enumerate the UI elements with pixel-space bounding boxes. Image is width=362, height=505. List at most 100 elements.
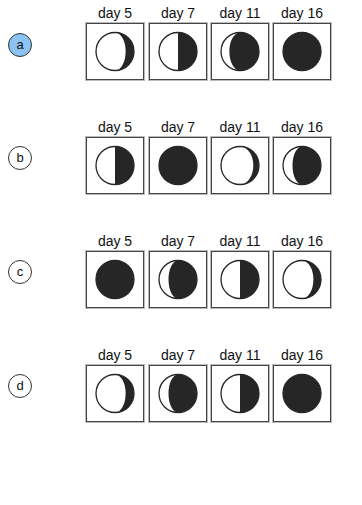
phase-frame [149, 137, 207, 194]
moon-dark [283, 375, 321, 413]
moon-dark [221, 33, 259, 71]
moon-phase [274, 366, 330, 421]
moon-dark [159, 375, 197, 413]
moon-outline [221, 147, 259, 185]
moon-lit [159, 33, 178, 71]
moon-dark [96, 33, 134, 71]
moon-lit [221, 375, 240, 413]
moon-dark [96, 261, 134, 299]
phase-box: day 5 [86, 5, 144, 80]
moon-phase [87, 24, 143, 79]
day-label: day 11 [211, 233, 269, 249]
phase-frame [273, 365, 331, 422]
moon-lit [159, 375, 178, 413]
moon-dark [96, 375, 134, 413]
phase-box: day 16 [273, 347, 331, 422]
phase-box: day 16 [273, 233, 331, 308]
moon-dark [221, 147, 259, 185]
phase-frame [211, 137, 269, 194]
day-label: day 16 [273, 119, 331, 135]
phase-box: day 11 [211, 5, 269, 80]
phase-box: day 11 [211, 119, 269, 194]
moon-outline [96, 261, 134, 299]
phase-box: day 5 [86, 233, 144, 308]
phase-box: day 5 [86, 119, 144, 194]
moon-outline [283, 33, 321, 71]
moon-phase [212, 138, 268, 193]
phase-box: day 7 [149, 233, 207, 308]
moon-dark [221, 261, 259, 299]
moon-dark [96, 147, 134, 185]
phase-box: day 16 [273, 119, 331, 194]
moon-phase [150, 252, 206, 307]
moon-lit [96, 375, 126, 413]
moon-phase [87, 138, 143, 193]
day-label: day 11 [211, 347, 269, 363]
phase-box: day 11 [211, 347, 269, 422]
phase-frame [149, 365, 207, 422]
moon-dark [283, 147, 321, 185]
moon-dark [159, 147, 197, 185]
moon-phase [150, 138, 206, 193]
option-circle: c [8, 260, 32, 284]
option-letter: d [16, 379, 23, 392]
option-circle: d [8, 374, 32, 398]
phase-box: day 5 [86, 347, 144, 422]
moon-outline [283, 261, 321, 299]
moon-outline [159, 33, 197, 71]
moon-dark [221, 375, 259, 413]
day-label: day 16 [273, 5, 331, 21]
phase-frame [273, 251, 331, 308]
day-label: day 5 [86, 5, 144, 21]
moon-outline [283, 147, 321, 185]
day-label: day 7 [149, 347, 207, 363]
day-label: day 16 [273, 233, 331, 249]
moon-phase [87, 252, 143, 307]
moon-outline [96, 33, 134, 71]
moon-phase [212, 252, 268, 307]
moon-phase [212, 366, 268, 421]
phase-frame [86, 137, 144, 194]
moon-outline [283, 375, 321, 413]
day-label: day 11 [211, 119, 269, 135]
moon-lit [221, 261, 240, 299]
phase-box: day 16 [273, 5, 331, 80]
moon-dark [283, 33, 321, 71]
moon-dark [159, 261, 197, 299]
moon-dark [283, 261, 321, 299]
phase-frame [86, 251, 144, 308]
moon-lit [221, 33, 240, 71]
moon-lit [283, 147, 302, 185]
option-circle: b [8, 146, 32, 170]
moon-lit [96, 33, 126, 71]
moon-outline [221, 33, 259, 71]
moon-dark [159, 33, 197, 71]
moon-phase [150, 366, 206, 421]
day-label: day 5 [86, 233, 144, 249]
phase-frame [149, 251, 207, 308]
day-label: day 7 [149, 5, 207, 21]
day-label: day 7 [149, 119, 207, 135]
option-letter: b [16, 151, 23, 164]
phase-frame [149, 23, 207, 80]
moon-lit [96, 147, 115, 185]
option-letter: a [16, 38, 23, 51]
moon-phase [212, 24, 268, 79]
moon-outline [96, 147, 134, 185]
day-label: day 5 [86, 347, 144, 363]
phase-frame [211, 23, 269, 80]
moon-phase [274, 252, 330, 307]
phase-box: day 7 [149, 5, 207, 80]
day-label: day 11 [211, 5, 269, 21]
phase-frame [86, 23, 144, 80]
moon-phase [87, 366, 143, 421]
phase-frame [86, 365, 144, 422]
phase-frame [211, 251, 269, 308]
day-label: day 7 [149, 233, 207, 249]
phase-frame [273, 137, 331, 194]
phase-box: day 7 [149, 119, 207, 194]
moon-lit [159, 261, 178, 299]
day-label: day 16 [273, 347, 331, 363]
phase-box: day 7 [149, 347, 207, 422]
moon-phase [274, 24, 330, 79]
